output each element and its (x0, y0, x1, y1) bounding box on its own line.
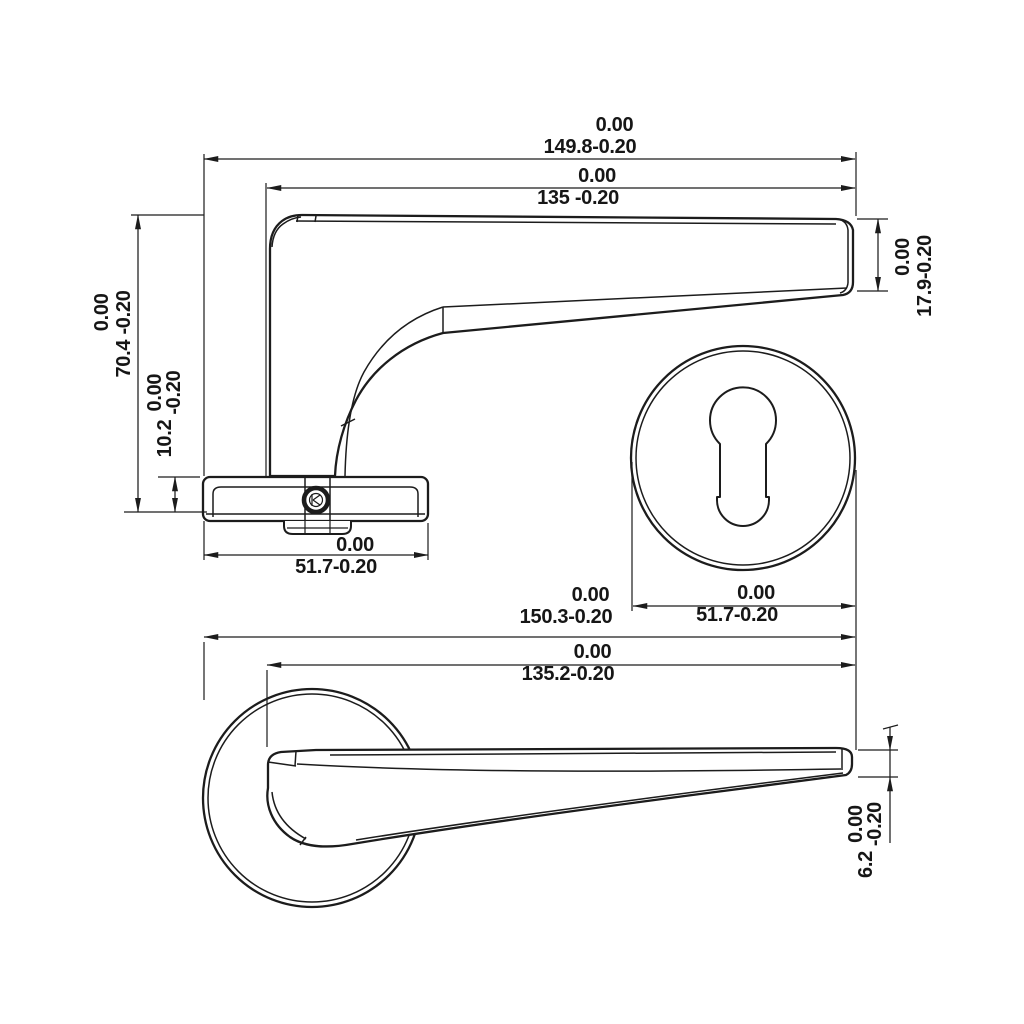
dimension-overall-length-side: 0.00 149.8-0.20 (544, 114, 637, 158)
dim-nominal: 51.7-0.20 (295, 556, 377, 578)
dim-tolerance-lower: -0.20 (864, 802, 886, 847)
dimension-rose-thickness: 10.2 0.00 -0.20 (144, 370, 185, 458)
dim-tolerance-lower: -0.20 (163, 370, 185, 415)
dim-nominal: 135.2-0.20 (521, 663, 615, 685)
dim-tolerance: 0.00 (336, 534, 374, 556)
dim-nominal: 10.2 (154, 419, 176, 458)
side-view-lever (201, 213, 855, 535)
dimension-lever-end-thickness: 6.2 0.00 -0.20 (845, 802, 886, 878)
dimension-overall-length-plan: 0.00 150.3-0.20 (520, 584, 613, 628)
dim-nominal: 6.2 (855, 851, 877, 878)
lever-side-outline (268, 213, 855, 478)
lever-plan-outline (266, 746, 854, 848)
dim-nominal: 17.9-0.20 (914, 235, 936, 317)
dimension-lever-end-height: 0.00 17.9-0.20 (892, 235, 936, 317)
dimension-escutcheon-diameter: 0.00 51.7-0.20 (696, 582, 778, 626)
euro-keyhole (709, 386, 777, 527)
dimension-handle-height: 0.00 70.4 -0.20 (91, 290, 135, 377)
dim-nominal: 51.7-0.20 (696, 604, 778, 626)
dim-tolerance: 0.00 (91, 293, 113, 332)
dim-tolerance: 0.00 (892, 238, 914, 276)
dim-tolerance: 0.00 (737, 582, 775, 604)
dimension-lever-length-side: 0.00 135 -0.20 (537, 165, 619, 209)
dim-nominal: 149.8-0.20 (543, 136, 637, 158)
extension-lines (124, 152, 899, 778)
escutcheon-inner-circle (635, 350, 851, 566)
dim-nominal: 70.4 -0.20 (113, 290, 135, 378)
dim-tolerance-stack: 0.00 -0.20 (144, 370, 185, 415)
dim-tolerance-stack: 0.00 -0.20 (845, 802, 886, 847)
dim-tolerance: 0.00 (578, 165, 616, 187)
dimension-rose-width-side: 0.00 51.7-0.20 (295, 534, 377, 578)
plan-view-lever (201, 687, 854, 909)
screw-head (301, 485, 331, 515)
dim-nominal: 150.3-0.20 (519, 606, 613, 628)
escutcheon-front-view (629, 344, 857, 572)
dim-tolerance: 0.00 (595, 114, 634, 136)
dimension-lever-length-plan: 0.00 135.2-0.20 (522, 641, 615, 685)
dim-tolerance: 0.00 (571, 584, 610, 606)
dimension-lines (135, 156, 893, 843)
dim-nominal: 135 -0.20 (537, 187, 619, 209)
dim-tolerance: 0.00 (573, 641, 612, 663)
